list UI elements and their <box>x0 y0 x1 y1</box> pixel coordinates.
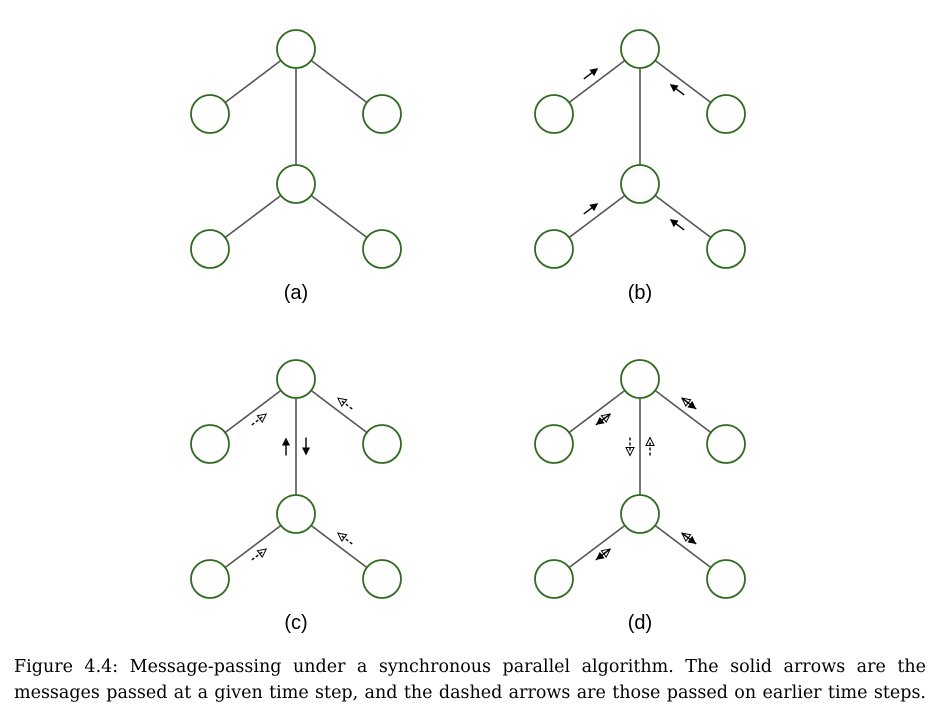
panel-c-edges <box>224 389 368 569</box>
node-lb <box>534 229 574 269</box>
arrow-head-lt-top-dashed <box>256 413 268 424</box>
panel-label-a: (a) <box>284 282 308 304</box>
arrow-head-rt-top-solid <box>669 84 679 93</box>
node-rt <box>706 94 746 134</box>
edge-top-rt <box>654 59 712 104</box>
arrow-head-lb-mid-solid <box>589 203 599 212</box>
arrow-head-rt-top-dashed <box>336 397 348 408</box>
node-rb <box>706 229 746 269</box>
panel-b: (b) <box>534 29 746 304</box>
arrow-head-mid-top-dashed <box>645 436 655 446</box>
caption-line-2: messages passed at a given time step, an… <box>14 683 926 703</box>
panel-c-arrows <box>251 397 353 561</box>
panel-d-arrows <box>595 397 697 561</box>
node-rb <box>706 559 746 599</box>
panel-a-edges <box>224 59 368 239</box>
node-mid <box>620 164 660 204</box>
edge-mid-lb <box>224 524 282 569</box>
arrow-shaft-lt-top-dashed <box>251 415 264 426</box>
edge-top-lt <box>224 389 282 434</box>
panel-label-c: (c) <box>284 612 307 634</box>
arrow-shaft-rt-top-dashed <box>340 399 353 410</box>
node-top <box>620 29 660 69</box>
node-lb <box>190 559 230 599</box>
node-top <box>276 359 316 399</box>
panel-a: (a) <box>190 29 402 304</box>
arrow-head-rb-mid-solid <box>669 219 679 228</box>
edge-top-rt <box>654 389 712 434</box>
panel-c: (c) <box>190 359 402 634</box>
edge-mid-rb <box>310 194 368 239</box>
caption-line-1: Figure 4.4: Message-passing under a sync… <box>14 657 926 677</box>
node-lb <box>534 559 574 599</box>
panel-label-d: (d) <box>628 612 652 634</box>
edge-mid-lb <box>568 194 626 239</box>
panel-d: (d) <box>534 359 746 634</box>
arrow-head-mid-top-solid <box>282 437 290 446</box>
edge-mid-rb <box>654 524 712 569</box>
edge-top-rt <box>310 389 368 434</box>
node-top <box>620 359 660 399</box>
node-lt <box>190 424 230 464</box>
node-lb <box>190 229 230 269</box>
arrow-head-mid-rb-solid <box>687 535 697 544</box>
node-rt <box>362 424 402 464</box>
panel-a-nodes <box>190 29 402 269</box>
arrow-shaft-rb-mid-dashed <box>340 534 353 545</box>
node-rt <box>362 94 402 134</box>
arrow-shaft-lb-mid-dashed <box>251 550 264 561</box>
node-lt <box>534 94 574 134</box>
arrow-head-top-mid-solid <box>302 447 310 456</box>
edge-top-rt <box>310 59 368 104</box>
panel-label-b: (b) <box>628 282 652 304</box>
edge-mid-rb <box>310 524 368 569</box>
node-mid <box>620 494 660 534</box>
panel-b-arrows <box>583 68 685 231</box>
panel-d-edges <box>568 389 712 569</box>
arrow-head-top-rt-solid <box>687 400 697 409</box>
arrow-head-lt-top-solid <box>589 68 599 77</box>
panel-b-edges <box>568 59 712 239</box>
arrow-head-top-lt-solid <box>595 416 605 425</box>
arrow-head-mid-lb-solid <box>595 551 605 560</box>
panel-b-nodes <box>534 29 746 269</box>
edge-top-lt <box>568 389 626 434</box>
arrow-head-lb-mid-dashed <box>256 548 268 559</box>
panel-d-nodes <box>534 359 746 599</box>
node-rt <box>706 424 746 464</box>
node-top <box>276 29 316 69</box>
node-lt <box>534 424 574 464</box>
node-rb <box>362 229 402 269</box>
panel-c-nodes <box>190 359 402 599</box>
edge-mid-lb <box>568 524 626 569</box>
node-rb <box>362 559 402 599</box>
edge-mid-rb <box>654 194 712 239</box>
node-lt <box>190 94 230 134</box>
node-mid <box>276 164 316 204</box>
node-mid <box>276 494 316 534</box>
arrow-head-top-mid-dashed <box>625 447 635 457</box>
arrow-head-rb-mid-dashed <box>336 532 348 543</box>
edge-top-lt <box>224 59 282 104</box>
edge-top-lt <box>568 59 626 104</box>
figure-caption: Figure 4.4: Message-passing under a sync… <box>14 654 926 706</box>
edge-mid-lb <box>224 194 282 239</box>
